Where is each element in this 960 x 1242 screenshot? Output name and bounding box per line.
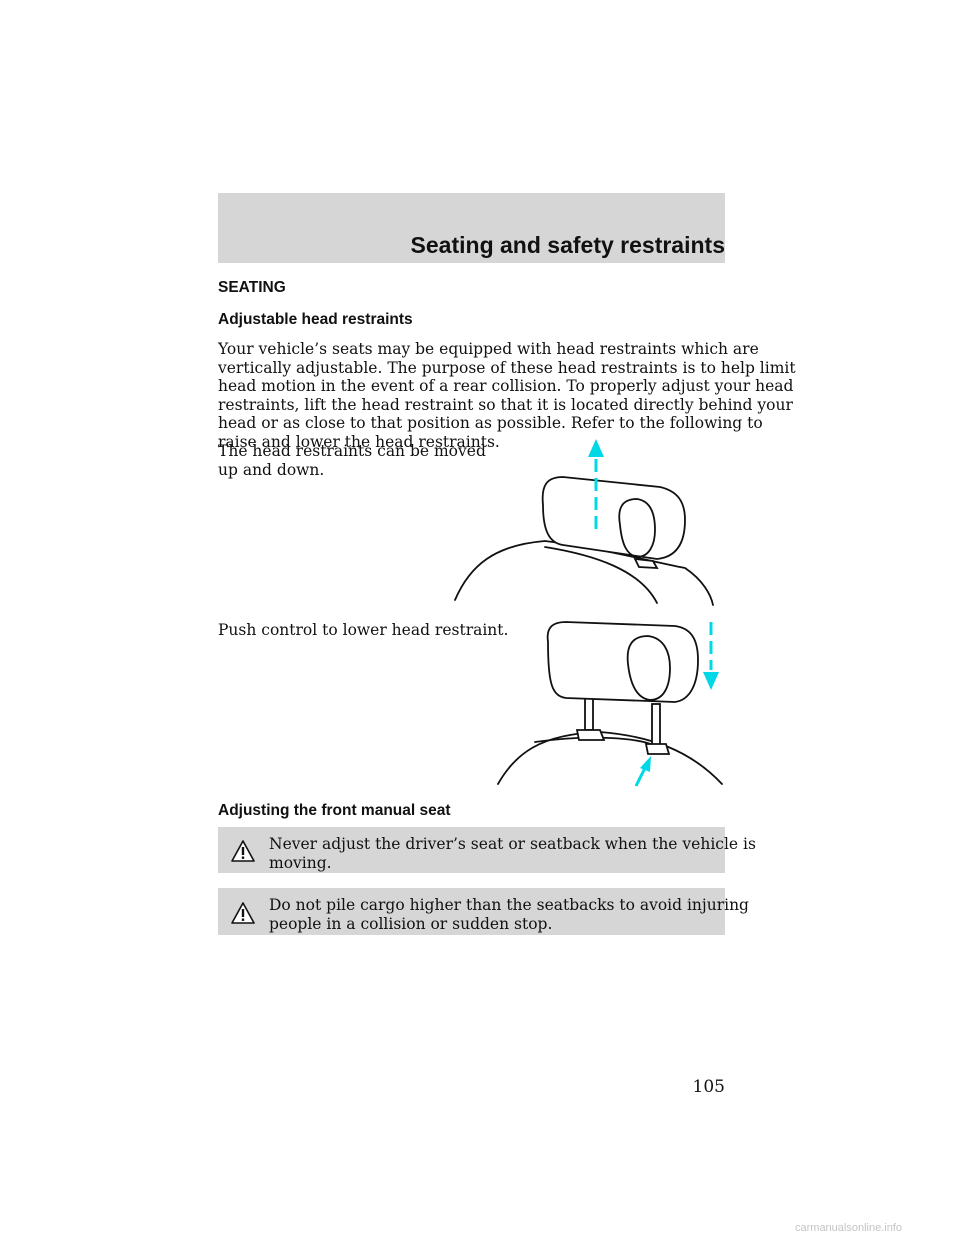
raise-line: The head restraints can be moved xyxy=(218,442,486,460)
intro-paragraph: Your vehicle’s seats may be equipped wit… xyxy=(218,340,796,451)
warning-triangle-icon xyxy=(231,902,255,924)
warning-text: Never adjust the driver’s seat or seatba… xyxy=(269,835,756,872)
raise-line: up and down. xyxy=(218,460,325,479)
up-arrow-icon xyxy=(588,439,604,529)
intro-line: head or as close to that position as pos… xyxy=(218,414,763,432)
intro-line: head motion in the event of a rear colli… xyxy=(218,377,794,395)
warning-triangle-icon xyxy=(231,840,255,862)
watermark: carmanualsonline.info xyxy=(795,1222,903,1234)
down-arrow-icon xyxy=(703,622,719,690)
page-number: 105 xyxy=(692,1077,725,1097)
raise-instruction: The head restraints can be moved up and … xyxy=(218,442,486,479)
subsection-title: Adjustable head restraints xyxy=(218,311,413,328)
lower-instruction: Push control to lower head restraint. xyxy=(218,621,509,639)
section-title: SEATING xyxy=(218,279,286,296)
warning-line: Do not pile cargo higher than the seatba… xyxy=(269,896,749,914)
chapter-title: Seating and safety restraints xyxy=(410,232,725,258)
warning-box: Never adjust the driver’s seat or seatba… xyxy=(218,827,756,873)
warning-line: moving. xyxy=(269,853,332,872)
warning-text: Do not pile cargo higher than the seatba… xyxy=(269,896,749,933)
intro-line: Your vehicle’s seats may be equipped wit… xyxy=(218,340,759,358)
warning-box: Do not pile cargo higher than the seatba… xyxy=(218,888,749,935)
intro-line: vertically adjustable. The purpose of th… xyxy=(218,358,796,377)
subsection2-title: Adjusting the front manual seat xyxy=(218,802,451,819)
intro-line: restraints, lift the head restraint so t… xyxy=(218,395,793,414)
head-restraint-raise-illustration xyxy=(454,439,714,606)
warning-line: people in a collision or sudden stop. xyxy=(269,914,553,933)
push-control-arrow-icon xyxy=(634,756,651,787)
head-restraint-lower-illustration xyxy=(497,621,723,787)
intro-line: raise and lower the head restraints. xyxy=(218,432,500,451)
chapter-header: Seating and safety restraints xyxy=(218,193,725,263)
warning-line: Never adjust the driver’s seat or seatba… xyxy=(269,835,756,853)
